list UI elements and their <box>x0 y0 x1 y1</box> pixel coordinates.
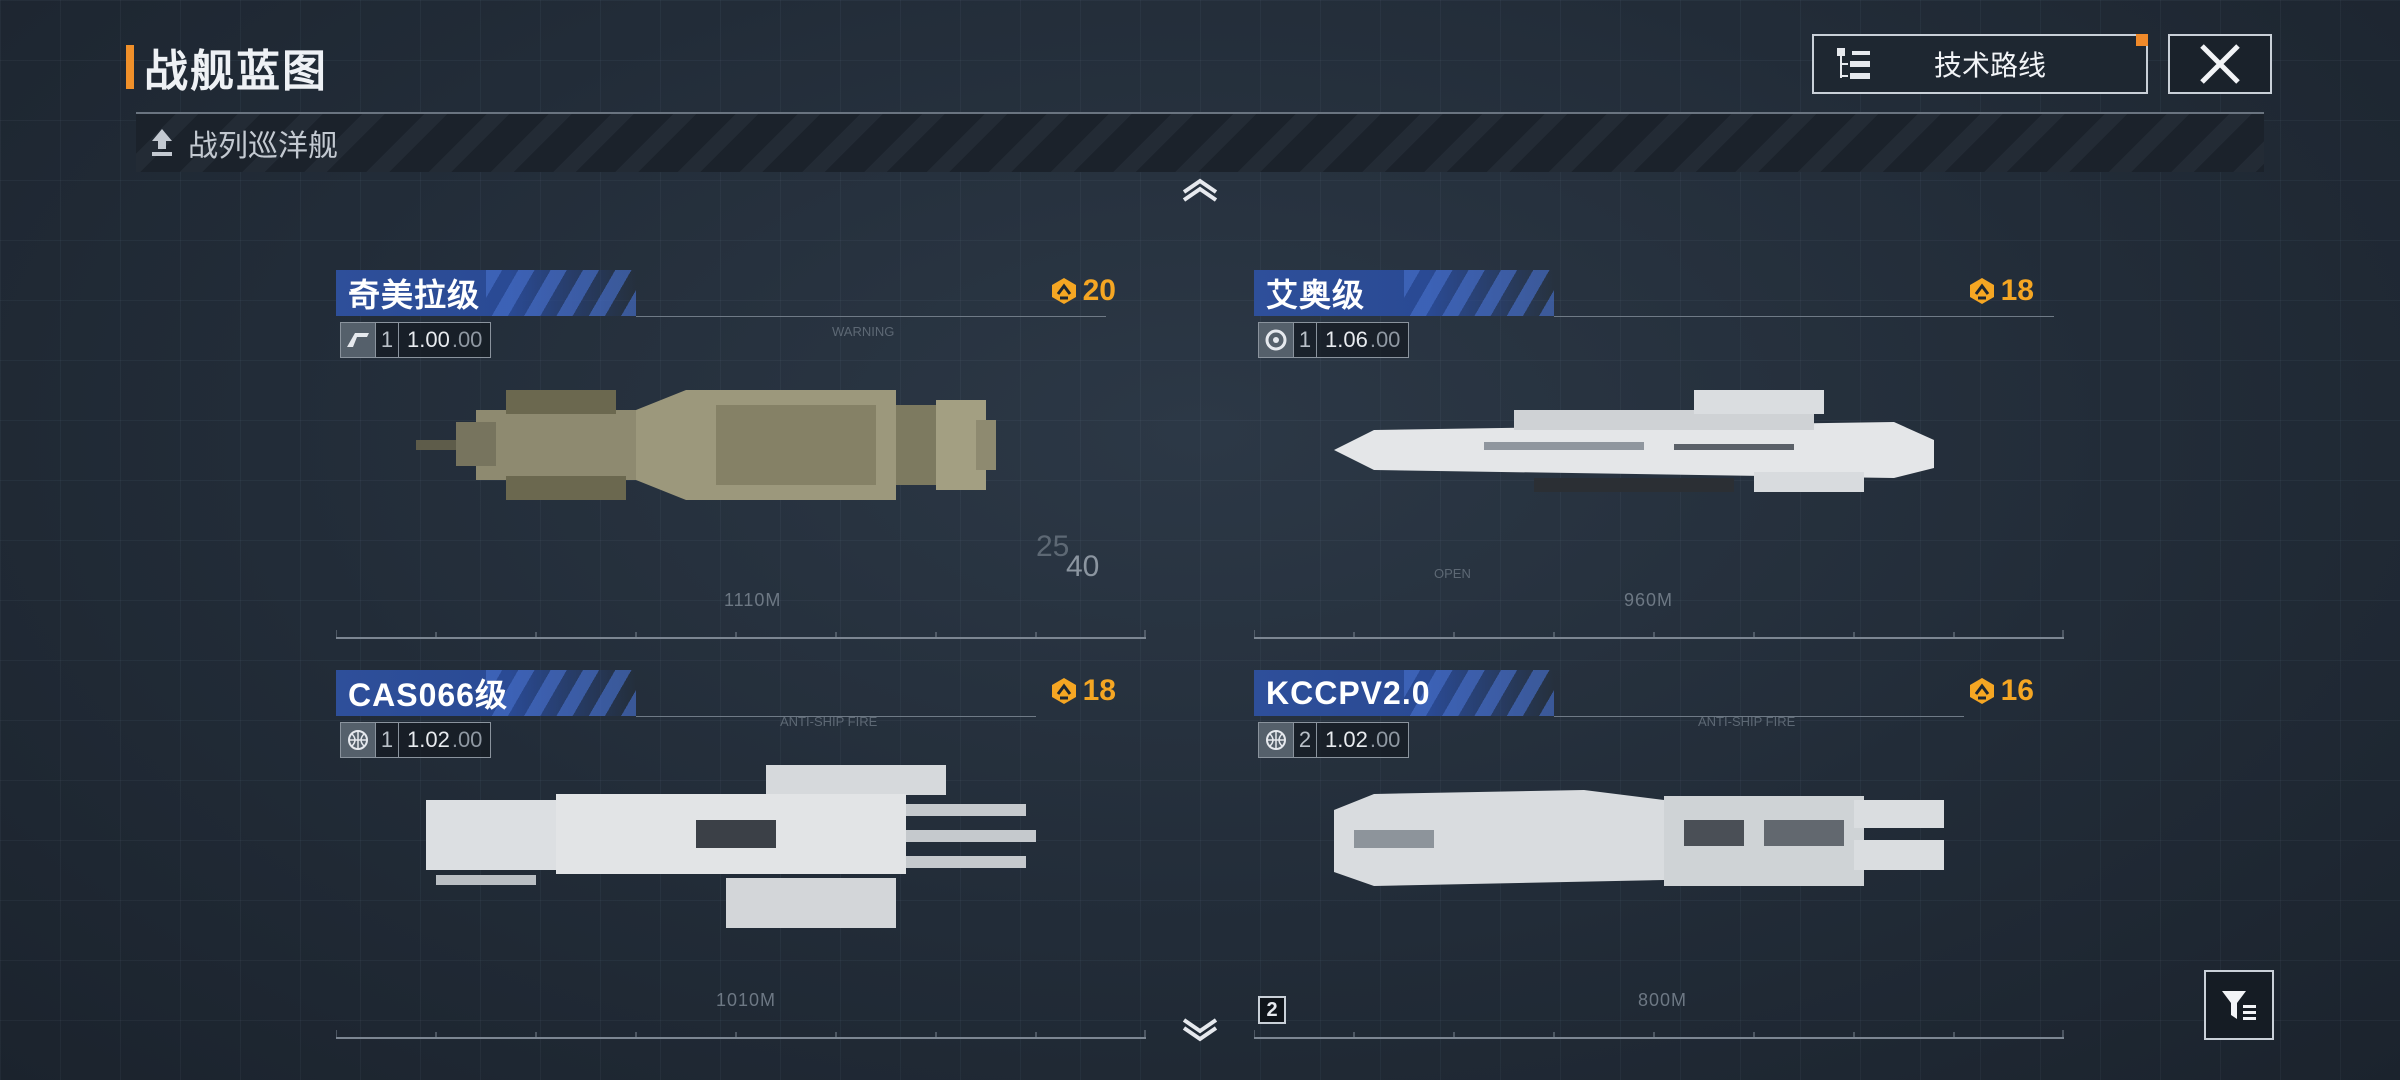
globe-icon <box>341 723 375 757</box>
spec-value-decimal: .00 <box>451 327 483 352</box>
annotation-number: 25 <box>1036 530 1070 563</box>
command-point-icon <box>1969 278 1994 304</box>
tech-route-button[interactable]: 技术路线 <box>1812 34 2148 94</box>
spec-slot: 1 <box>1293 323 1316 357</box>
spec-value-main: 1.06 <box>1325 327 1368 352</box>
command-point-icon <box>1969 678 1994 704</box>
ship-image <box>426 765 1036 928</box>
level-badge: 2 <box>1258 996 1286 1024</box>
spec-value-decimal: .00 <box>1369 327 1401 352</box>
scroll-up-icon[interactable] <box>1180 176 1220 204</box>
name-tag-stripes <box>1404 670 1554 716</box>
tree-list-icon <box>1837 48 1870 79</box>
scroll-down-icon[interactable] <box>1180 1016 1220 1044</box>
spec-slot: 1 <box>375 323 398 357</box>
ship-cost: 18 <box>1049 674 1116 708</box>
leader-line <box>1554 316 2054 317</box>
ship-cost-value: 18 <box>1082 674 1116 707</box>
notification-dot <box>2136 34 2148 46</box>
spec-value: 1.00 .00 <box>398 323 490 357</box>
ship-name: CAS066级 <box>348 677 508 713</box>
ship-cost: 16 <box>1967 674 2034 708</box>
tech-route-label: 技术路线 <box>1933 50 2046 81</box>
ship-spec-box: 1 1.02 .00 <box>340 722 492 758</box>
ship-card[interactable]: 奇美拉级 20 1 1.00 .00 WARNING 25 40 1110M <box>336 270 1146 650</box>
leader-line <box>636 316 1106 317</box>
ship-cost-value: 20 <box>1082 274 1116 307</box>
ship-spec-box: 2 1.02 .00 <box>1258 722 1410 758</box>
ship-spec-box: 1 1.00 .00 <box>340 322 492 358</box>
filter-sort-button[interactable] <box>2204 970 2274 1040</box>
close-button[interactable] <box>2168 34 2272 94</box>
category-label: 战列巡洋舰 <box>188 130 338 163</box>
ship-name-tag: 奇美拉级 <box>336 270 636 316</box>
ship-cost-value: 16 <box>2000 674 2034 707</box>
ship-name-tag: CAS066级 <box>336 670 636 716</box>
name-tag-stripes <box>1404 270 1554 316</box>
ship-length: 1110M <box>724 590 782 610</box>
ship-card[interactable]: 艾奥级 18 1 1.06 .00 OPEN 960M <box>1254 270 2064 650</box>
spec-value: 1.02 .00 <box>398 723 490 757</box>
open-annotation: OPEN <box>1434 566 1471 581</box>
spec-value-decimal: .00 <box>1369 727 1401 752</box>
ship-cost: 18 <box>1967 274 2034 308</box>
ship-length: 960M <box>1624 590 1674 610</box>
ship-card[interactable]: KCCPV2.0 16 2 1.02 .00 ANTI-SHIP FIRE 2 … <box>1254 670 2064 1050</box>
warning-annotation: WARNING <box>832 324 895 339</box>
ship-length: 1010M <box>716 990 777 1010</box>
leader-line <box>1554 716 1964 717</box>
ship-name: KCCPV2.0 <box>1266 674 1431 711</box>
ship-length: 800M <box>1638 990 1688 1010</box>
scale-ruler <box>336 630 1146 639</box>
command-point-icon <box>1051 678 1076 704</box>
ship-name-tag: 艾奥级 <box>1254 270 1554 316</box>
manufacturer-logo-icon <box>341 323 375 357</box>
page-title-text: 战舰蓝图 <box>144 47 328 96</box>
gear-badge-icon <box>1259 323 1293 357</box>
ship-cost: 20 <box>1049 274 1116 308</box>
name-tag-stripes <box>486 270 636 316</box>
scale-ruler <box>336 1030 1146 1039</box>
ship-name: 奇美拉级 <box>348 277 481 313</box>
name-tag-stripes <box>486 670 636 716</box>
ship-name: 艾奥级 <box>1266 277 1366 313</box>
close-icon <box>2200 44 2240 84</box>
spec-value: 1.06 .00 <box>1316 323 1408 357</box>
title-accent-bar <box>126 45 134 89</box>
leader-line <box>636 716 1036 717</box>
ship-name-tag: KCCPV2.0 <box>1254 670 1554 716</box>
ship-spec-box: 1 1.06 .00 <box>1258 322 1410 358</box>
filter-icon <box>2222 991 2256 1020</box>
spec-value-main: 1.00 <box>407 327 450 352</box>
scale-ruler <box>1254 1030 2064 1039</box>
annotation-number: 40 <box>1066 550 1100 583</box>
ship-image <box>1334 790 1944 886</box>
category-bar[interactable]: 战列巡洋舰 <box>136 112 2264 172</box>
ship-cost-value: 18 <box>2000 274 2034 307</box>
ship-class-icon <box>152 129 172 156</box>
anti-ship-fire-annotation: ANTI-SHIP FIRE <box>780 714 878 729</box>
spec-value-decimal: .00 <box>451 727 483 752</box>
spec-slot: 2 <box>1293 723 1316 757</box>
spec-slot: 1 <box>375 723 398 757</box>
scale-ruler <box>1254 630 2064 639</box>
ship-image <box>1334 390 1934 492</box>
command-point-icon <box>1051 278 1076 304</box>
ship-image <box>416 390 996 500</box>
globe-icon <box>1259 723 1293 757</box>
page-title: 战舰蓝图 <box>126 42 328 96</box>
spec-value-main: 1.02 <box>407 727 450 752</box>
spec-value-main: 1.02 <box>1325 727 1368 752</box>
anti-ship-fire-annotation: ANTI-SHIP FIRE <box>1698 714 1796 729</box>
spec-value: 1.02 .00 <box>1316 723 1408 757</box>
ship-card[interactable]: CAS066级 18 1 1.02 .00 ANTI-SHIP FIRE 101… <box>336 670 1146 1050</box>
